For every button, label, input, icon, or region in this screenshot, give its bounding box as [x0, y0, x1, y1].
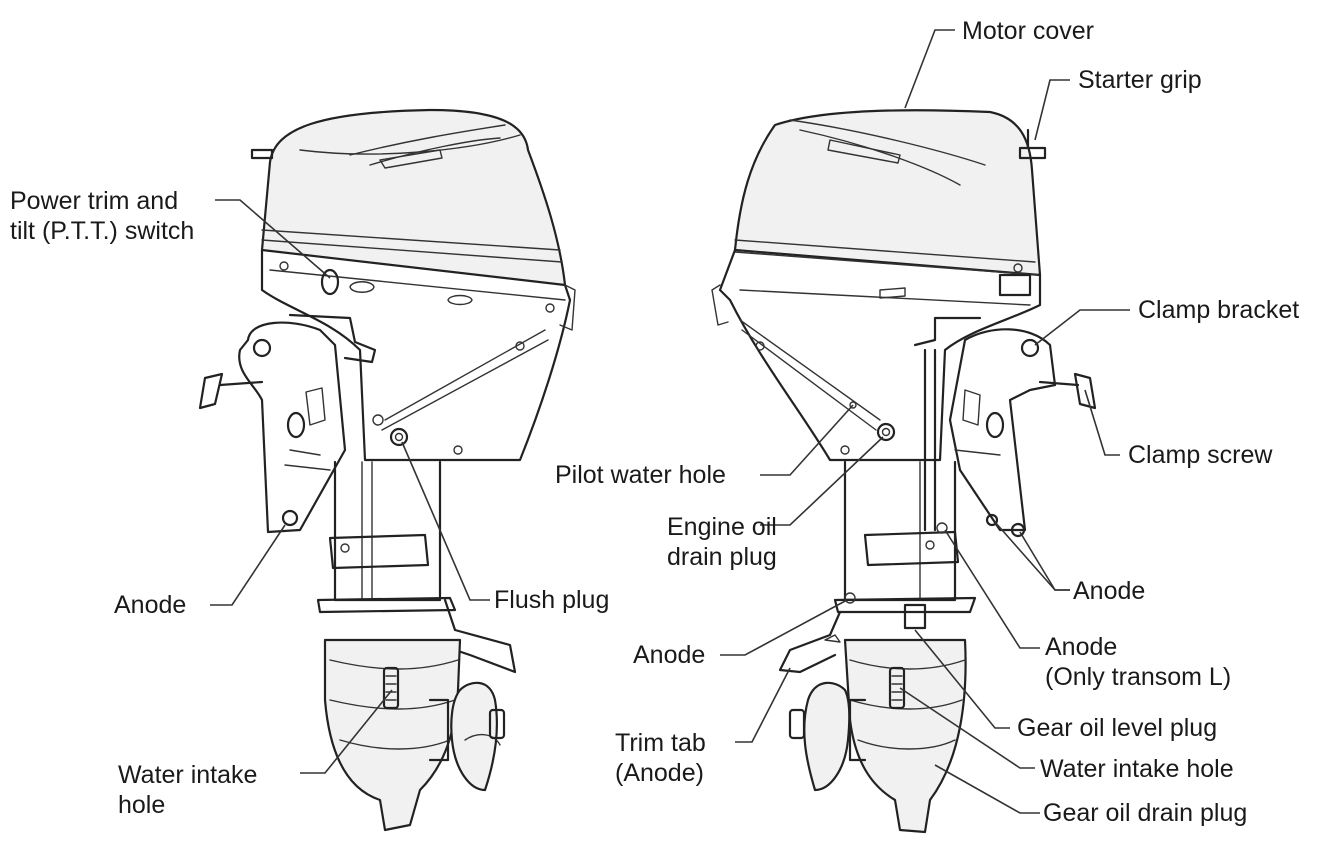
- right-propeller: [803, 681, 851, 792]
- label-anode-transom: Anode (Only transom L): [1045, 632, 1231, 692]
- left-motor-drawing: [198, 108, 576, 832]
- label-water-intake-left-line1: Water intake: [118, 761, 258, 789]
- label-anode-left: Anode: [114, 591, 187, 619]
- label-engine-oil-drain-plug-line2: drain plug: [667, 543, 777, 571]
- label-ptt-switch: Power trim and tilt (P.T.T.) switch: [10, 186, 194, 246]
- label-flush-plug: Flush plug: [494, 586, 610, 614]
- left-midsection: [333, 460, 442, 602]
- label-anode-transom-line1: Anode: [1045, 633, 1118, 661]
- label-ptt-switch-line2: tilt (P.T.T.) switch: [10, 217, 195, 245]
- label-starter-grip: Starter grip: [1078, 66, 1202, 94]
- right-gearcase: [843, 638, 967, 834]
- label-anode-transom-line2: (Only transom L): [1045, 663, 1232, 691]
- right-motor-cover: [733, 109, 1042, 277]
- label-ptt-switch-line1: Power trim and: [10, 187, 179, 215]
- label-water-intake-left-line2: hole: [118, 791, 166, 819]
- label-motor-cover: Motor cover: [962, 17, 1094, 45]
- label-water-intake-left: Water intake hole: [118, 760, 257, 820]
- label-gear-oil-drain-plug: Gear oil drain plug: [1043, 799, 1248, 827]
- label-water-intake-right: Water intake hole: [1040, 755, 1234, 783]
- label-clamp-screw: Clamp screw: [1128, 441, 1273, 469]
- label-engine-oil-drain-plug: Engine oil drain plug: [667, 512, 777, 572]
- right-clamp-bracket: [948, 328, 1057, 532]
- label-clamp-bracket: Clamp bracket: [1138, 296, 1300, 324]
- label-engine-oil-drain-plug-line1: Engine oil: [667, 513, 777, 541]
- label-anode-center: Anode: [633, 641, 706, 669]
- leader-lines: [210, 29, 1130, 814]
- left-propeller: [450, 681, 499, 792]
- label-trim-tab-line2: (Anode): [615, 759, 704, 787]
- label-anode-bracket-right: Anode: [1073, 577, 1146, 605]
- right-starter-grip: [1018, 146, 1047, 160]
- label-pilot-water-hole: Pilot water hole: [555, 461, 726, 489]
- label-gear-oil-level-plug: Gear oil level plug: [1017, 714, 1218, 742]
- label-trim-tab-line1: Trim tab: [615, 729, 706, 757]
- left-clamp-bracket: [238, 321, 347, 534]
- label-trim-tab: Trim tab (Anode): [615, 728, 706, 788]
- right-motor-drawing: [711, 109, 1097, 834]
- left-lower-cowling: [260, 248, 572, 462]
